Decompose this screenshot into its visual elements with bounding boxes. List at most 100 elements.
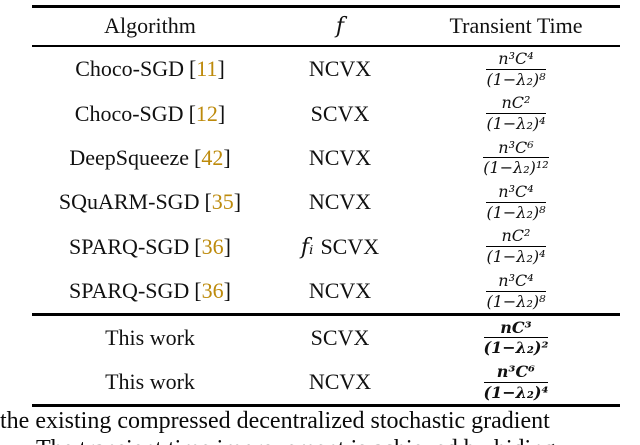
algorithm-name: DeepSqueeze bbox=[69, 144, 190, 170]
table-body-this-work: This work SCVX nC³(1−λ₂)² This work NCVX… bbox=[32, 316, 620, 404]
transient-time-formula: n³C⁶(1−λ₂)⁴ bbox=[483, 362, 549, 402]
fraction-numerator: n³C⁴ bbox=[486, 271, 546, 292]
table-row: SPARQ-SGD[36] NCVX n³C⁴(1−λ₂)⁸ bbox=[32, 269, 620, 313]
citation-link[interactable]: [35] bbox=[204, 189, 241, 214]
table-body-prior-work: Choco-SGD[11] NCVX n³C⁴(1−λ₂)⁸ Choco-SGD… bbox=[32, 47, 620, 313]
citation-bracket: [ bbox=[204, 189, 212, 215]
fraction-numerator: nC³ bbox=[483, 318, 549, 339]
citation-link[interactable]: [36] bbox=[194, 278, 231, 303]
citation-link[interactable]: [36] bbox=[194, 234, 231, 259]
algorithm-name: This work bbox=[105, 369, 195, 395]
convexity-type: NCVX bbox=[308, 189, 372, 215]
table-row: SQuARM-SGD[35] NCVX n³C⁴(1−λ₂)⁸ bbox=[32, 180, 620, 224]
fraction-numerator: n³C⁴ bbox=[486, 49, 546, 70]
algorithm-cell: SQuARM-SGD[35] bbox=[32, 189, 268, 215]
table-row: Choco-SGD[12] SCVX nC²(1−λ₂)⁴ bbox=[32, 91, 620, 135]
fraction-denominator: (1−λ₂)⁴ bbox=[486, 247, 546, 267]
transient-time-cell: nC³(1−λ₂)² bbox=[412, 318, 620, 358]
f-type-cell: fᵢ SCVX bbox=[268, 234, 412, 260]
algorithm-name: SPARQ-SGD bbox=[69, 278, 190, 304]
table-row-this-work: This work SCVX nC³(1−λ₂)² bbox=[32, 316, 620, 360]
transient-time-formula: nC²(1−λ₂)⁴ bbox=[486, 94, 546, 134]
citation-link[interactable]: [12] bbox=[189, 101, 226, 126]
results-table: Algorithm f Transient Time Choco-SGD[11]… bbox=[32, 5, 620, 404]
fraction-denominator: (1−λ₂)² bbox=[483, 338, 549, 358]
citation-bracket: ] bbox=[223, 278, 231, 304]
citation-bracket: ] bbox=[233, 189, 242, 215]
transient-time-cell: n³C⁴(1−λ₂)⁸ bbox=[412, 183, 620, 222]
f-type-cell: NCVX bbox=[268, 145, 412, 171]
fraction-denominator: (1−λ₂)⁴ bbox=[483, 382, 549, 402]
algorithm-cell: Choco-SGD[11] bbox=[32, 56, 268, 82]
fraction-denominator: (1−λ₂)¹² bbox=[483, 158, 549, 178]
convexity-type: SCVX bbox=[310, 100, 370, 126]
citation-bracket: ] bbox=[223, 144, 231, 170]
citation-bracket: ] bbox=[217, 56, 225, 82]
table-row: Choco-SGD[11] NCVX n³C⁴(1−λ₂)⁸ bbox=[32, 47, 620, 91]
citation-link[interactable]: [42] bbox=[194, 145, 231, 170]
citation-bracket: ] bbox=[217, 100, 226, 126]
citation-bracket: [ bbox=[194, 278, 202, 304]
algorithm-name: This work bbox=[105, 324, 195, 350]
fraction-numerator: n³C⁴ bbox=[486, 183, 546, 203]
transient-time-formula: nC²(1−λ₂)⁴ bbox=[486, 227, 546, 267]
algorithm-cell: DeepSqueeze[42] bbox=[32, 145, 268, 171]
table-top-rule bbox=[32, 5, 620, 8]
algorithm-cell: SPARQ-SGD[36] bbox=[32, 278, 268, 304]
convexity-type: NCVX bbox=[308, 56, 372, 82]
algorithm-name: SQuARM-SGD bbox=[58, 189, 200, 215]
transient-time-cell: n³C⁴(1−λ₂)⁸ bbox=[412, 49, 620, 89]
fraction-numerator: n³C⁶ bbox=[483, 138, 549, 159]
transient-time-formula: n³C⁴(1−λ₂)⁸ bbox=[486, 183, 546, 222]
fraction-denominator: (1−λ₂)⁸ bbox=[486, 291, 546, 311]
algorithm-cell: This work bbox=[32, 325, 268, 351]
fraction-numerator: nC² bbox=[486, 227, 546, 248]
citation-link[interactable]: [11] bbox=[189, 56, 225, 81]
fraction-denominator: (1−λ₂)⁴ bbox=[486, 114, 546, 134]
convexity-type: NCVX bbox=[308, 144, 372, 170]
f-type-cell: SCVX bbox=[268, 325, 412, 351]
header-transient-time: Transient Time bbox=[449, 13, 583, 38]
header-f: f bbox=[335, 13, 345, 39]
transient-time-formula: n³C⁴(1−λ₂)⁸ bbox=[486, 271, 546, 311]
convexity-type: SCVX bbox=[320, 233, 380, 259]
f-subscript: fᵢ bbox=[300, 234, 321, 260]
header-algorithm: Algorithm bbox=[104, 13, 196, 38]
citation-number: 36 bbox=[201, 278, 224, 304]
citation-bracket: [ bbox=[188, 56, 197, 82]
convexity-type: NCVX bbox=[308, 369, 372, 395]
algorithm-cell: SPARQ-SGD[36] bbox=[32, 234, 268, 260]
citation-number: 36 bbox=[201, 233, 224, 259]
citation-bracket: [ bbox=[188, 100, 196, 126]
algorithm-name: Choco-SGD bbox=[74, 100, 184, 126]
table-row: DeepSqueeze[42] NCVX n³C⁶(1−λ₂)¹² bbox=[32, 136, 620, 180]
caption-text-line: the existing compressed decentralized st… bbox=[0, 408, 550, 434]
transient-time-cell: n³C⁴(1−λ₂)⁸ bbox=[412, 271, 620, 311]
algorithm-name: Choco-SGD bbox=[75, 56, 184, 82]
f-type-cell: SCVX bbox=[268, 101, 412, 127]
table-header-rule bbox=[32, 44, 620, 47]
transient-time-formula: nC³(1−λ₂)² bbox=[483, 318, 549, 358]
table-header-row: Algorithm f Transient Time bbox=[32, 8, 620, 45]
fraction-denominator: (1−λ₂)⁸ bbox=[486, 69, 546, 89]
transient-time-cell: n³C⁶(1−λ₂)⁴ bbox=[412, 362, 620, 402]
f-type-cell: NCVX bbox=[268, 278, 412, 304]
fraction-numerator: n³C⁶ bbox=[483, 362, 549, 383]
caption-text-line-partial: The transient time improvement is achiev… bbox=[36, 436, 640, 445]
citation-number: 35 bbox=[211, 189, 234, 215]
f-type-cell: NCVX bbox=[268, 189, 412, 215]
table-row: SPARQ-SGD[36] fᵢ SCVX nC²(1−λ₂)⁴ bbox=[32, 225, 620, 269]
algorithm-cell: This work bbox=[32, 369, 268, 395]
f-type-cell: NCVX bbox=[268, 56, 412, 82]
citation-number: 12 bbox=[195, 100, 218, 126]
citation-number: 42 bbox=[201, 144, 224, 170]
citation-bracket: [ bbox=[194, 144, 202, 170]
transient-time-cell: nC²(1−λ₂)⁴ bbox=[412, 227, 620, 266]
fraction-denominator: (1−λ₂)⁸ bbox=[486, 202, 546, 222]
transient-time-cell: n³C⁶(1−λ₂)¹² bbox=[412, 138, 620, 178]
citation-bracket: ] bbox=[223, 233, 231, 259]
transient-time-cell: nC²(1−λ₂)⁴ bbox=[412, 94, 620, 133]
fraction-numerator: nC² bbox=[486, 94, 546, 115]
algorithm-cell: Choco-SGD[12] bbox=[32, 101, 268, 127]
